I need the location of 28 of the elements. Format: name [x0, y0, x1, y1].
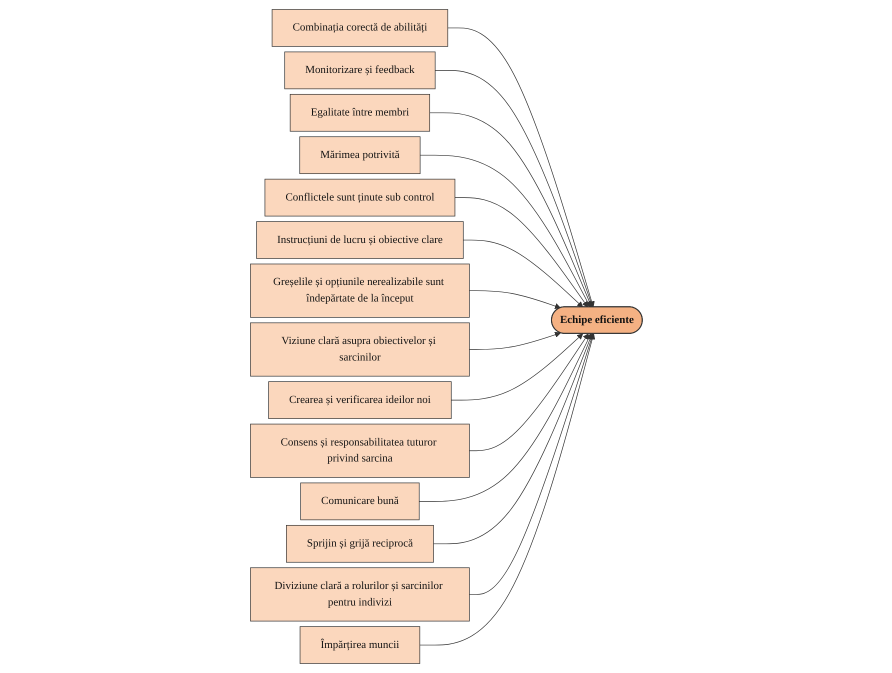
node-box: Comunicare bună — [300, 482, 420, 520]
node-box: Combinația corectă de abilități — [271, 9, 448, 47]
node-box: Egalitate între membri — [289, 94, 430, 132]
node-box: Împărțirea muncii — [299, 626, 420, 664]
node-box: Mărimea potrivită — [299, 136, 420, 174]
arrow — [447, 28, 594, 308]
arrow — [468, 334, 594, 595]
arrow — [434, 70, 594, 308]
arrow — [462, 240, 583, 308]
arrow — [428, 112, 592, 308]
arrow — [419, 334, 595, 646]
node-box: Sprijin și grijă reciprocă — [286, 524, 434, 563]
node-box: Diviziune clară a rolurilor și sarcinilor pentru indivizi — [250, 567, 470, 622]
arrow — [468, 334, 588, 452]
arrow — [450, 334, 583, 400]
node-box: Crearea și verificarea ideilor noi — [268, 381, 452, 419]
node-box: Instrucțiuni de lucru și obiective clare — [256, 221, 464, 259]
arrow — [418, 334, 591, 502]
node-box: Viziune clară asupra obiectivelor și sarcinilor — [250, 322, 470, 377]
arrow — [419, 154, 590, 308]
arrow — [432, 334, 593, 544]
node-box: Conflictele sunt ținute sub control — [264, 178, 455, 216]
node-box: Monitorizare și feedback — [284, 52, 436, 90]
node-box: Consens și responsabilitatea tuturor privind sarcina — [250, 424, 470, 478]
arrow — [454, 197, 588, 308]
node-box: Greșelile și opțiunile nerealizabile sunt îndepărtate de la început — [250, 264, 470, 318]
arrow — [468, 290, 560, 309]
arrow — [468, 332, 560, 350]
